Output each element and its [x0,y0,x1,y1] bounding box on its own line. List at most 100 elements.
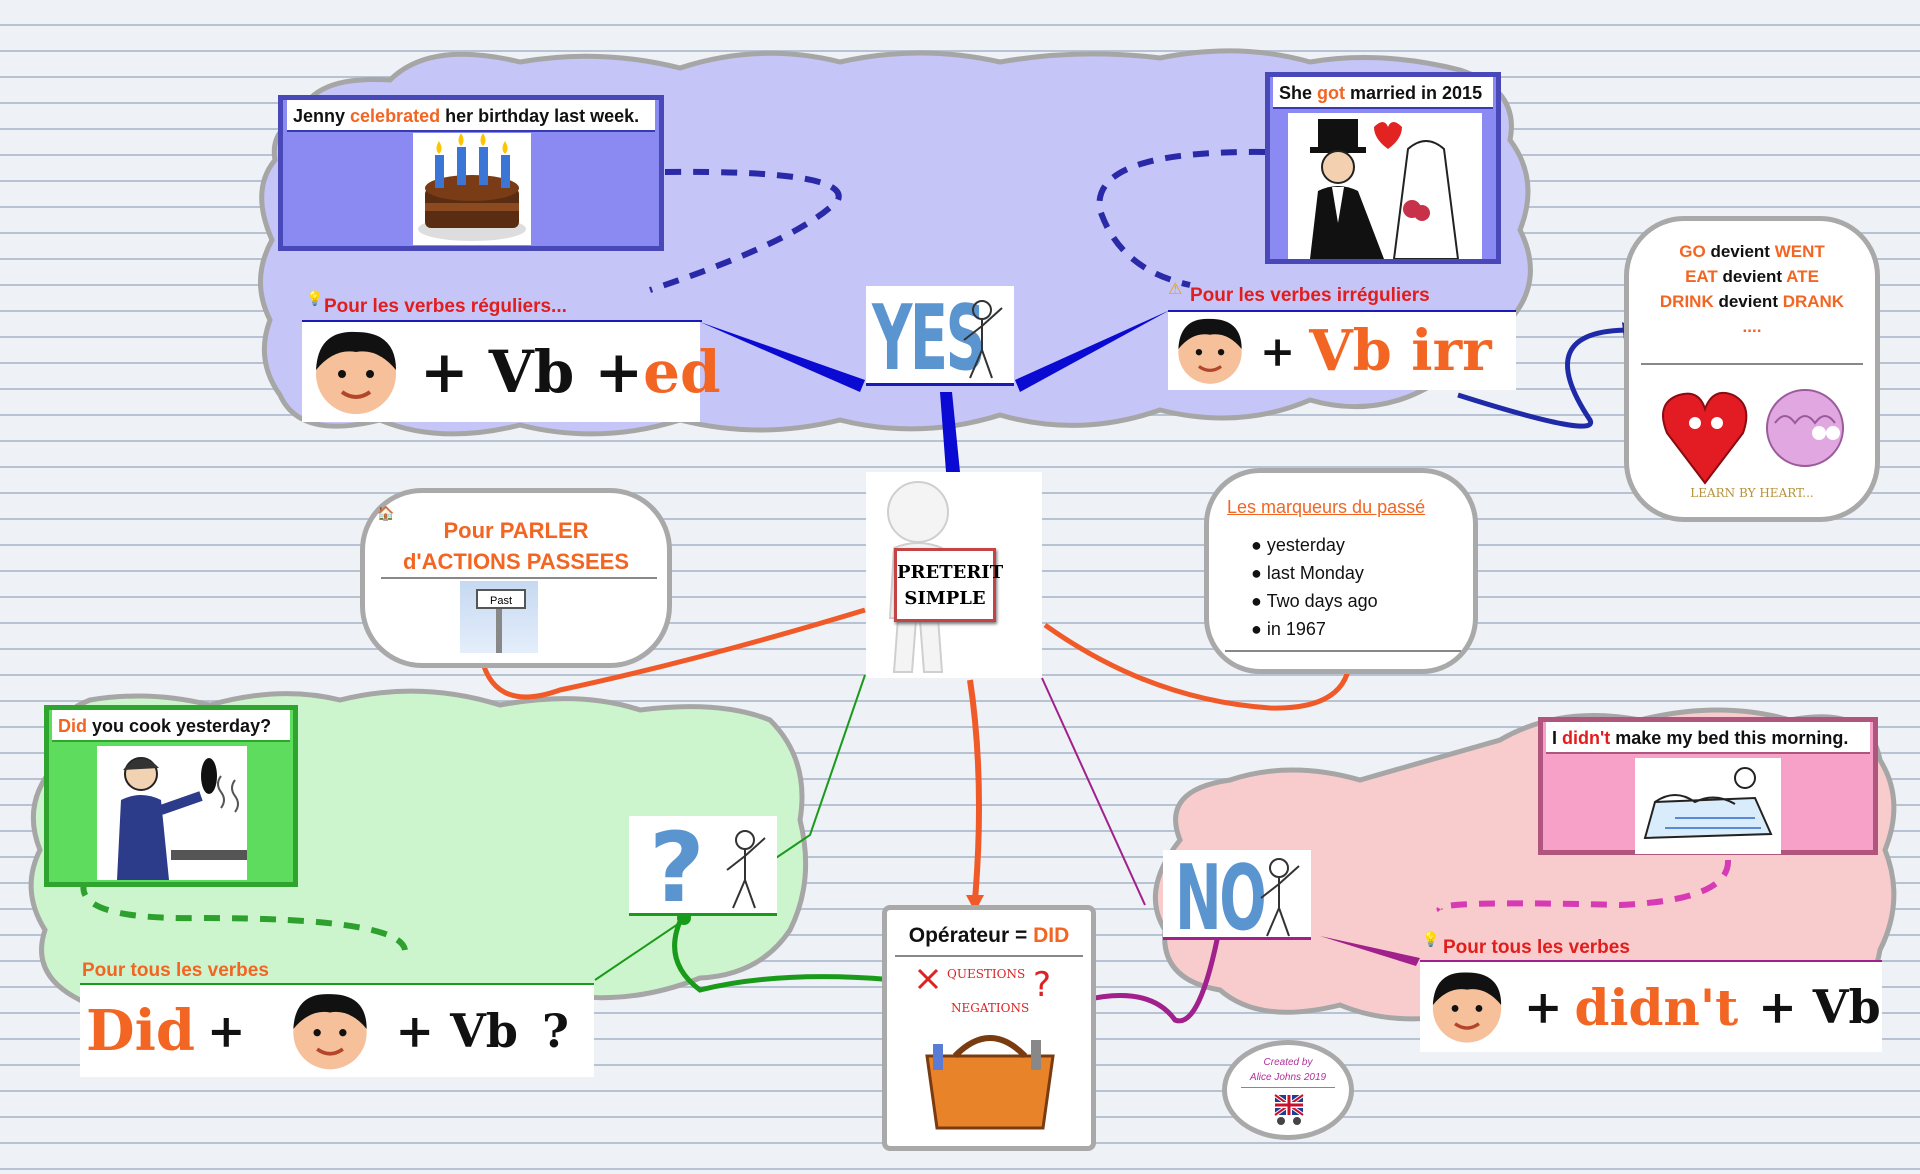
edge-center-purpose [477,607,866,700]
no-node[interactable]: NO [1163,850,1311,940]
edge-center-yes [940,392,960,472]
divider [381,577,657,579]
stick-figure-icon [1260,858,1300,937]
edge-center-no [1041,677,1146,906]
negative-title-line [1420,960,1882,962]
yes-label: YES [872,286,986,386]
irregular-formula-plus: + [1260,326,1296,376]
question-formula-qmark: ? [541,1004,569,1058]
svg-text:NEGATIONS: NEGATIONS [951,1001,1029,1015]
question-label: ? [649,816,705,916]
negative-formula-didnt: didn't [1574,977,1739,1037]
question-formula-plus: + [207,1004,246,1058]
regular-title: Pour les verbes réguliers... [324,296,567,317]
face-icon [1426,964,1508,1050]
central-title-line1: PRETERIT [897,562,1004,583]
learn-by-heart-caption: LEARN BY HEART... [1690,486,1814,500]
central-node[interactable]: PRETERIT SIMPLE [866,472,1042,678]
dashed-link-question [80,878,408,951]
svg-text:QUESTIONS: QUESTIONS [947,967,1025,981]
markers-item: ● last Monday [1251,563,1364,583]
toolbox-image: QUESTIONS NEGATIONS ? [913,960,1067,1142]
purpose-bubble[interactable]: 🏠 Pour PARLER d'ACTIONS PASSEES Past [360,488,672,668]
irregular-examples: GO devient WENT EAT devient ATE DRINK de… [1629,239,1875,339]
edge-irregular-heart [1457,327,1631,429]
irregular-example-line: GO devient WENT [1679,242,1825,261]
stick-figure-icon [963,300,1003,379]
cooking-man-image [97,746,247,880]
credit-bubble: Created by Alice Johns 2019 [1222,1040,1354,1140]
question-example-card[interactable]: Did you cook yesterday? [44,705,298,887]
irregular-example-line: EAT devient ATE [1685,267,1819,286]
edge-operator-no [1084,924,1223,1024]
irregular-example-card[interactable]: She got married in 2015 [1265,72,1501,264]
irregular-title: Pour les verbes irréguliers [1190,285,1430,306]
question-formula: Did + + Vb ? [80,985,594,1077]
face-icon [1172,311,1248,391]
ellipsis: .... [1742,317,1762,336]
purpose-title: Pour PARLER d'ACTIONS PASSEES [402,518,630,574]
divider [1641,363,1863,365]
divider [895,955,1083,957]
regular-formula-suffix: ed [643,338,721,406]
svg-text:?: ? [1033,965,1051,1005]
regular-formula-text: + Vb + [420,338,644,406]
edge-no-negative [1320,936,1420,966]
question-formula-vb: + Vb [395,1004,518,1058]
preterit-sign: PRETERIT SIMPLE [894,548,1004,622]
irregular-formula-vb: Vb irr [1309,318,1492,384]
irregular-title-line [1168,310,1516,312]
warning-icon: ⚠ [1168,281,1183,298]
heart-and-brain-image [1662,389,1844,485]
negative-example-card[interactable]: I didn't make my bed this morning. [1538,717,1878,855]
markers-title: Les marqueurs du passé [1227,497,1426,517]
divider [1225,650,1461,652]
past-sign-image: Past [460,581,538,653]
edge-center-markers [1043,622,1353,711]
lightbulb-icon: 💡 [1422,931,1440,947]
operator-label: Opérateur = DID [908,924,1070,947]
markers-item: ● yesterday [1251,535,1345,555]
regular-example-card[interactable]: Jenny celebrated her birthday last week. [278,95,664,251]
british-flag-icon [1273,1093,1305,1125]
negative-title: Pour tous les verbes [1443,937,1630,958]
irregular-formula: + Vb irr [1168,312,1516,390]
face-icon [308,322,404,422]
question-formula-did: Did [86,998,195,1064]
past-markers-bubble[interactable]: Les marqueurs du passé ● yesterday ● las… [1204,468,1478,674]
face-icon [286,985,374,1077]
regular-formula: + Vb + ed [302,322,721,422]
question-title: Pour tous les verbes [82,960,269,981]
edge-operator-question [672,913,896,993]
question-example-sentence: Did you cook yesterday? [52,710,290,742]
irregular-example-sentence: She got married in 2015 [1273,77,1493,109]
no-label: NO [1175,850,1267,940]
question-node[interactable]: ? [629,816,777,916]
credit-text: Created by Alice Johns 2019 [1249,1057,1327,1083]
irregular-example-line: DRINK devient DRANK [1659,292,1845,311]
central-title-line2: SIMPLE [904,588,986,609]
operator-node[interactable]: Opérateur = DID QUESTIONS NEGATIONS ? [882,905,1096,1151]
birthday-cake-image [413,133,531,245]
edge-center-operator [967,679,982,901]
markers-item: ● Two days ago [1251,591,1378,611]
edge-yes-regular [700,322,865,392]
home-icon: 🏠 [377,505,395,521]
past-sign-label: Past [476,589,526,609]
unmade-bed-image [1635,758,1781,854]
dashed-link-regular [649,168,842,293]
learn-by-heart-bubble[interactable]: GO devient WENT EAT devient ATE DRINK de… [1624,216,1880,522]
question-title-line [80,983,594,985]
edge-center-question [594,674,866,981]
yes-node[interactable]: YES [866,286,1014,386]
edge-yes-irregular [1015,310,1170,392]
negative-formula-vb: + Vb [1758,980,1881,1034]
stick-figure-icon [726,830,766,909]
arrow-operator [966,895,984,912]
markers-item: ● in 1967 [1251,619,1326,639]
wedding-couple-image [1288,113,1482,260]
negative-formula: + didn't + Vb [1420,962,1882,1052]
divider [1241,1087,1335,1088]
markers-list: ● yesterday ● last Monday ● Two days ago… [1251,531,1378,643]
regular-example-sentence: Jenny celebrated her birthday last week. [287,100,655,132]
